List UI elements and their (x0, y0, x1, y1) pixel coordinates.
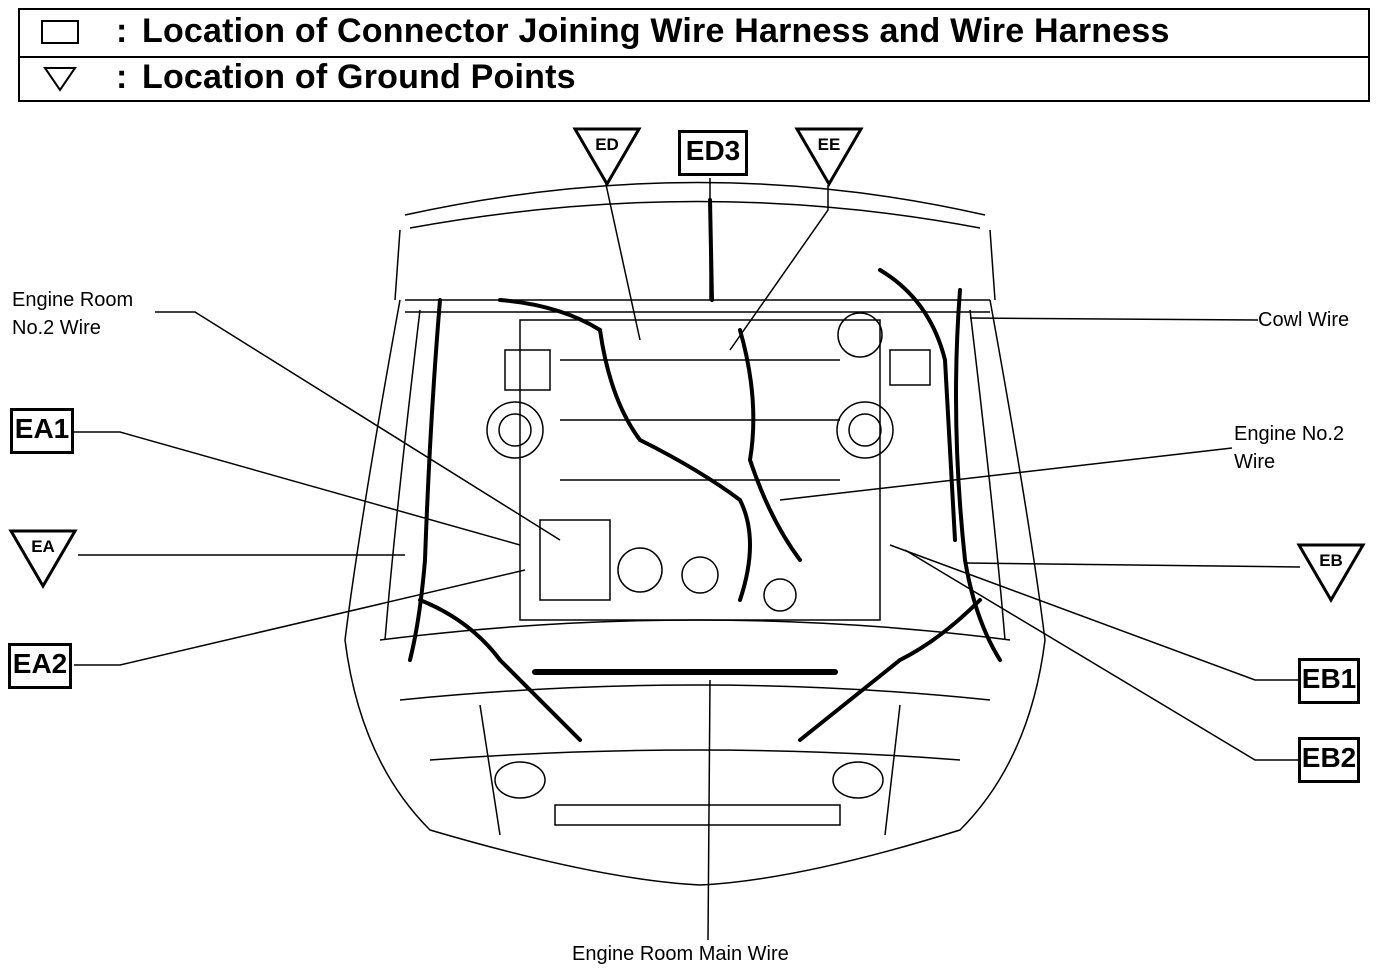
ground-eb-icon: EB (1296, 543, 1366, 603)
label-cowl-wire: Cowl Wire (1258, 309, 1350, 331)
leader-cowl (969, 317, 1259, 321)
leader-engine-room-main (707, 679, 711, 941)
legend-colon: : (116, 58, 128, 96)
ground-ea-label: EA (31, 537, 55, 556)
connector-symbol-icon (41, 20, 79, 44)
ground-ee-label: EE (818, 135, 841, 154)
legend-ground-text: Location of Ground Points (142, 58, 576, 96)
leader-eb1 (889, 544, 1298, 681)
leader-ea1 (74, 431, 521, 546)
connector-eb2: EB2 (1298, 737, 1360, 783)
legend-row-ground: : Location of Ground Points (20, 56, 1368, 102)
label-engine-no2-wire: Engine No.2 Wire (1234, 420, 1344, 476)
legend-row-connector: : Location of Connector Joining Wire Har… (20, 10, 1368, 58)
legend-box: : Location of Connector Joining Wire Har… (18, 8, 1370, 102)
label-line: Engine Room (12, 289, 134, 311)
ground-ee-icon: EE (794, 127, 864, 187)
label-engine-room-no2-wire: Engine Room No.2 Wire (12, 286, 133, 342)
connector-eb1: EB1 (1298, 658, 1360, 704)
legend-connector-text: Location of Connector Joining Wire Harne… (142, 12, 1170, 50)
label-line: Wire (1234, 451, 1276, 473)
ground-symbol-icon (43, 67, 77, 92)
label-line: No.2 Wire (12, 317, 101, 339)
leader-engine-no2 (779, 447, 1233, 501)
leader-eb2 (904, 549, 1298, 761)
body-outline (344, 299, 1046, 886)
label-engine-room-main-wire: Engine Room Main Wire (572, 943, 789, 965)
connector-ea1: EA1 (10, 408, 74, 454)
label-line: Engine No.2 (1234, 423, 1345, 445)
ground-ea-icon: EA (8, 529, 78, 589)
connector-ea2: EA2 (8, 643, 72, 689)
leader-ea2 (74, 569, 526, 666)
leader-ed (604, 179, 641, 341)
connector-ed3: ED3 (678, 130, 748, 176)
ground-eb-label: EB (1319, 551, 1343, 570)
leader-engine-room-no2 (155, 311, 561, 541)
legend-colon: : (116, 12, 128, 50)
hood-outline (404, 181, 986, 216)
leader-eb (964, 562, 1301, 568)
ground-ed-icon: ED (572, 127, 642, 187)
ground-ed-label: ED (595, 135, 619, 154)
leader-ee (729, 185, 829, 351)
